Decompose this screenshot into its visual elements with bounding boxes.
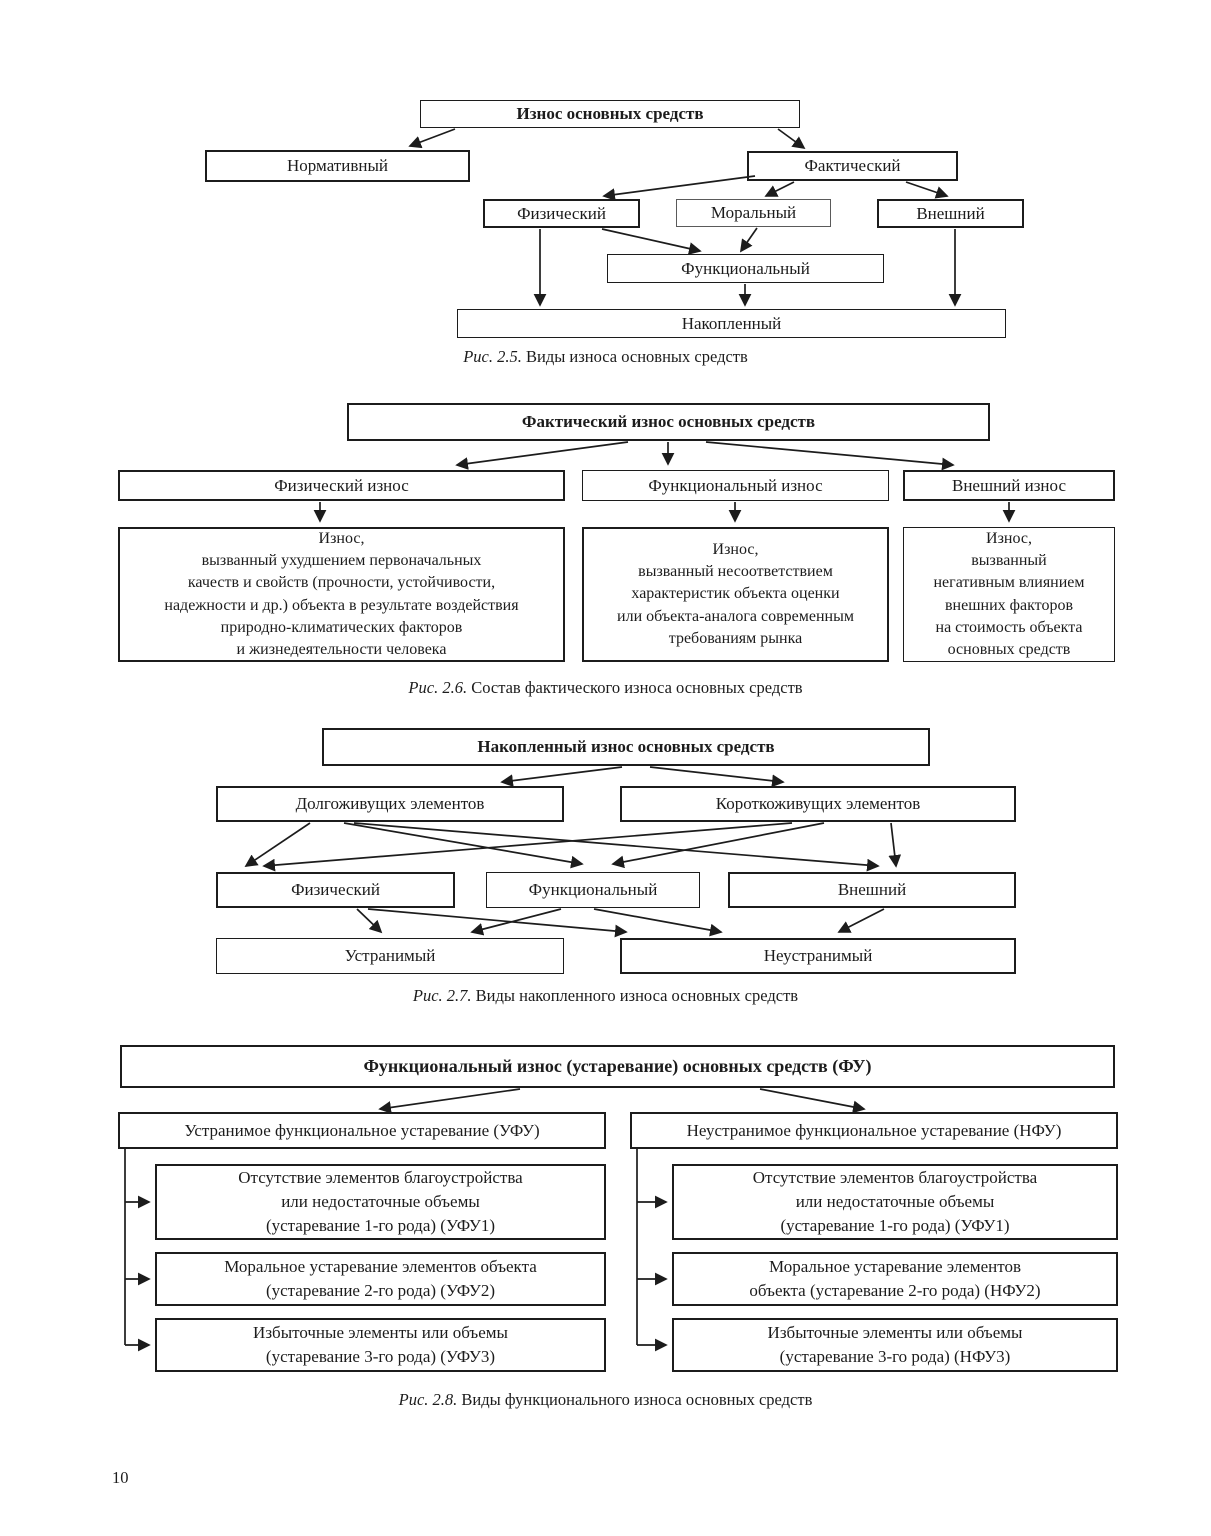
fig25-title-box: Износ основных средств	[420, 100, 800, 128]
fig26-physical-wear-box: Физический износ	[118, 470, 565, 501]
fig28-right-item-3-box: Избыточные элементы или объемы (устарева…	[672, 1318, 1118, 1372]
fig28-caption-text: Виды функционального износа основных сре…	[457, 1390, 813, 1409]
fig28-left-item-3-box: Избыточные элементы или объемы (устарева…	[155, 1318, 606, 1372]
fig27-functional-box: Функциональный	[486, 872, 700, 908]
fig25-external-box: Внешний	[877, 199, 1024, 228]
fig26-caption-number: Рис. 2.6.	[408, 678, 468, 697]
fig26-functional-desc-box: Износ, вызванный несоответствием характе…	[582, 527, 889, 662]
fig25-functional-box: Функциональный	[607, 254, 884, 283]
page-number: 10	[112, 1468, 129, 1487]
fig25-caption-number: Рис. 2.5.	[463, 347, 522, 366]
fig26-title-box: Фактический износ основных средств	[347, 403, 990, 441]
fig26-caption: Рис. 2.6. Состав фактического износа осн…	[0, 678, 1211, 698]
fig27-curable-box: Устранимый	[216, 938, 564, 974]
fig25-physical-box: Физический	[483, 199, 640, 228]
fig27-external-box: Внешний	[728, 872, 1016, 908]
fig27-short-lived-box: Короткоживущих элементов	[620, 786, 1016, 822]
fig28-left-item-1-box: Отсутствие элементов благоустройства или…	[155, 1164, 606, 1240]
fig28-title-box: Функциональный износ (устаревание) основ…	[120, 1045, 1115, 1088]
fig28-caption-number: Рис. 2.8.	[398, 1390, 458, 1409]
fig28-incurable-header-box: Неустранимое функциональное устаревание …	[630, 1112, 1118, 1149]
fig26-caption-text: Состав фактического износа основных сред…	[467, 678, 803, 697]
fig28-right-item-1-box: Отсутствие элементов благоустройства или…	[672, 1164, 1118, 1240]
fig25-moral-box: Моральный	[676, 199, 831, 227]
fig26-external-wear-box: Внешний износ	[903, 470, 1115, 501]
fig28-curable-header-box: Устранимое функциональное устаревание (У…	[118, 1112, 606, 1149]
fig26-physical-desc-box: Износ, вызванный ухудшением первоначальн…	[118, 527, 565, 662]
fig27-title-box: Накопленный износ основных средств	[322, 728, 930, 766]
fig27-physical-box: Физический	[216, 872, 455, 908]
fig28-right-item-2-box: Моральное устаревание элементов объекта …	[672, 1252, 1118, 1306]
fig25-accumulated-box: Накопленный	[457, 309, 1006, 338]
fig26-functional-wear-box: Функциональный износ	[582, 470, 889, 501]
fig25-normative-box: Нормативный	[205, 150, 470, 182]
fig28-caption: Рис. 2.8. Виды функционального износа ос…	[0, 1390, 1211, 1410]
fig27-caption: Рис. 2.7. Виды накопленного износа основ…	[0, 986, 1211, 1006]
fig27-long-lived-box: Долгоживущих элементов	[216, 786, 564, 822]
fig27-caption-number: Рис. 2.7.	[412, 986, 472, 1005]
fig27-caption-text: Виды накопленного износа основных средст…	[471, 986, 799, 1005]
fig25-caption: Рис. 2.5. Виды износа основных средств	[0, 347, 1211, 367]
fig27-incurable-box: Неустранимый	[620, 938, 1016, 974]
fig25-actual-box: Фактический	[747, 151, 958, 181]
fig25-caption-text: Виды износа основных средств	[521, 347, 748, 366]
fig26-external-desc-box: Износ, вызванный негативным влиянием вне…	[903, 527, 1115, 662]
fig28-left-item-2-box: Моральное устаревание элементов объекта …	[155, 1252, 606, 1306]
